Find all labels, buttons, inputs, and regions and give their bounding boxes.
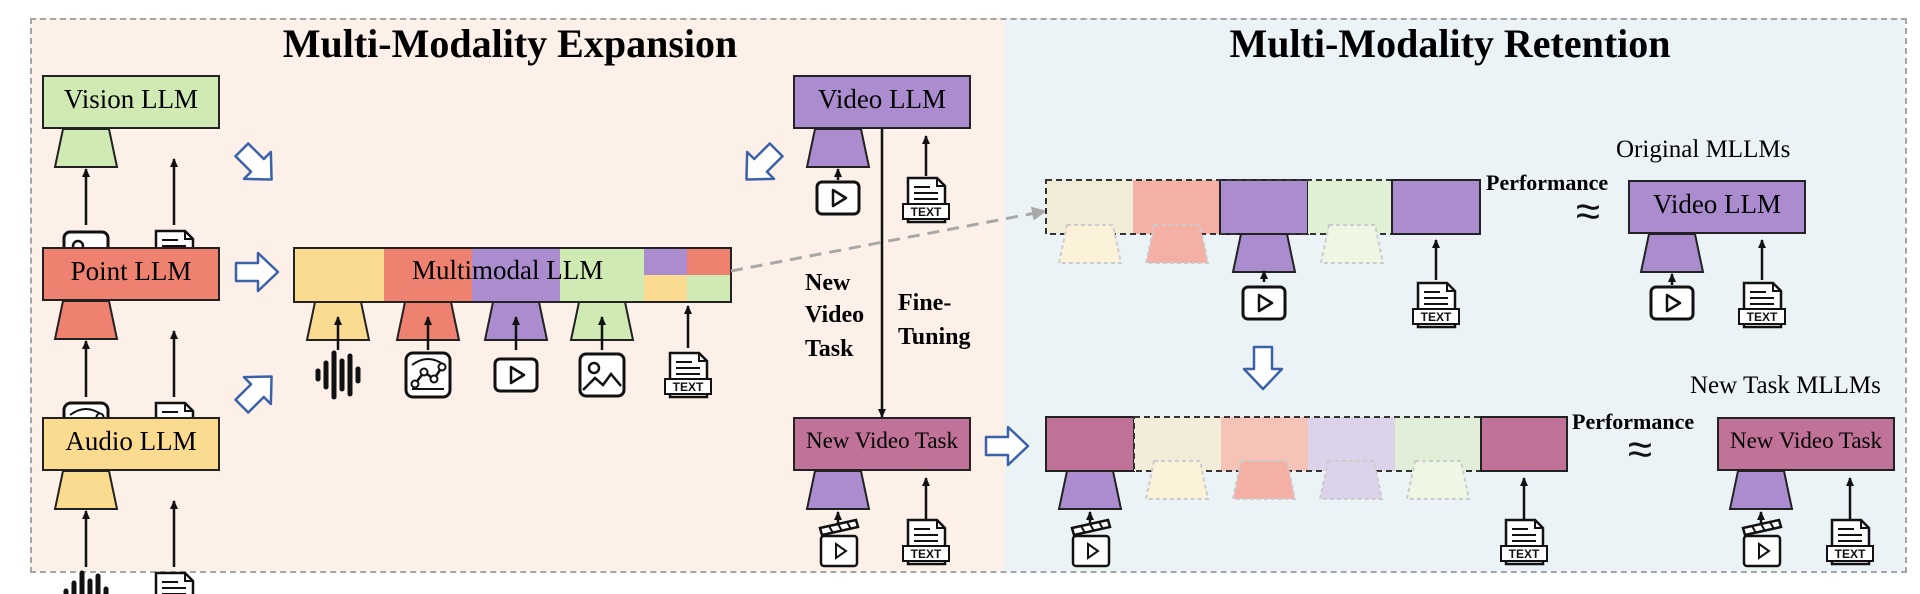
- retention-top-video-icon: [1241, 285, 1287, 321]
- video-llm-text-icon: [901, 176, 951, 224]
- multimodal-text-icon: [663, 351, 713, 399]
- audio-llm-text-icon: [149, 571, 199, 594]
- retention-top-encoder-vision: [1319, 224, 1385, 264]
- fine-tuning-label-1: Fine-: [898, 290, 952, 316]
- point-llm: Point LLM: [42, 247, 220, 301]
- multimodal-modality-icon-1: [318, 353, 358, 397]
- retention-top-text-icon: [1411, 281, 1461, 329]
- dashed-transfer-arrow: [730, 206, 1047, 273]
- multimodal-llm-label: Multimodal LLM: [412, 255, 604, 285]
- retention-top-encoder-point: [1144, 224, 1210, 264]
- vision-llm: Vision LLM: [42, 75, 220, 129]
- new-task-video-llm-encoder: [1728, 470, 1794, 510]
- new-video-task-label-3: Task: [805, 336, 854, 362]
- video-llm-video-icon: [815, 180, 861, 216]
- retention-top-slot-video: [1219, 179, 1309, 235]
- retention-bottom-text-slot: [1480, 416, 1568, 472]
- retention-bottom-text-icon: [1499, 518, 1549, 566]
- arrow-audio-to-multimodal: [234, 375, 273, 414]
- performance-top-label: Performance: [1486, 170, 1609, 195]
- multimodal-modality-icon-3: [493, 357, 539, 393]
- retention-bottom-encoder-video-faded: [1318, 460, 1384, 500]
- approx-symbol-bottom: ≈: [1628, 425, 1652, 474]
- retention-top-encoder-video: [1231, 233, 1297, 273]
- retention-top-text-slot: [1391, 179, 1481, 235]
- arrow-retention-down: [1242, 345, 1284, 391]
- new-task-video-llm-clapper-icon: [1741, 518, 1783, 568]
- new-task-video-llm: New Video Task: [1717, 417, 1895, 471]
- multimodal-modality-icon-4: [578, 352, 626, 398]
- multimodal-segment-1: [294, 248, 384, 302]
- multimodal-cell-audio: [644, 275, 687, 302]
- point-llm-encoder: [53, 300, 119, 340]
- multimodal-modality-icon-2: [404, 351, 452, 399]
- approx-symbol-top: ≈: [1576, 187, 1600, 236]
- arrow-vision-to-multimodal: [234, 142, 273, 181]
- retention-bottom-encoder-video: [1057, 470, 1123, 510]
- multimodal-cell-video: [644, 248, 687, 275]
- fine-tuning-label-2: Tuning: [898, 324, 971, 350]
- retention-title: Multi-Modality Retention: [1229, 21, 1671, 66]
- audio-llm-modality-icon: [66, 573, 106, 594]
- new-video-task-label-2: Video: [805, 302, 865, 328]
- original-mllms-label: Original MLLMs: [1616, 136, 1791, 163]
- original-video-llm-text-icon: [1737, 281, 1787, 329]
- original-video-llm: Video LLM: [1628, 180, 1806, 234]
- retention-bottom-slot-new-task: [1045, 416, 1135, 472]
- original-video-llm-video-icon: [1649, 285, 1695, 321]
- video-llm: Video LLM: [793, 75, 971, 129]
- multimodal-cell-vision: [687, 275, 731, 302]
- new-video-task-clapper-icon: [818, 518, 860, 568]
- original-video-llm-encoder: [1639, 233, 1705, 273]
- audio-llm-encoder: [53, 470, 119, 510]
- new-task-mllms-label: New Task MLLMs: [1690, 372, 1881, 399]
- retention-bottom-encoder-audio: [1144, 460, 1210, 500]
- vision-llm-encoder: [53, 128, 119, 168]
- new-video-task-encoder: [805, 470, 871, 510]
- retention-bottom-clapper-icon: [1070, 518, 1112, 568]
- retention-bottom-encoder-vision: [1405, 460, 1471, 500]
- retention-top-encoder-audio: [1057, 224, 1123, 264]
- performance-bottom-label: Performance: [1572, 409, 1695, 434]
- retention-bottom-encoder-point: [1231, 460, 1297, 500]
- video-llm-encoder: [805, 128, 871, 168]
- new-video-task-label-1: New: [805, 270, 851, 296]
- multimodal-segment-3: [472, 248, 560, 302]
- multimodal-segment-2: [384, 248, 472, 302]
- expansion-title: Multi-Modality Expansion: [282, 21, 738, 66]
- multimodal-segment-4: [560, 248, 644, 302]
- new-video-task-llm: New Video Task: [793, 417, 971, 471]
- arrow-to-retention-bottom: [984, 425, 1030, 467]
- audio-llm: Audio LLM: [42, 417, 220, 471]
- new-video-task-text-icon: [901, 518, 951, 566]
- arrow-point-to-multimodal: [234, 251, 280, 293]
- arrow-video-to-multimodal: [745, 142, 784, 181]
- new-task-video-llm-text-icon: [1825, 518, 1875, 566]
- multimodal-cell-point: [687, 248, 731, 275]
